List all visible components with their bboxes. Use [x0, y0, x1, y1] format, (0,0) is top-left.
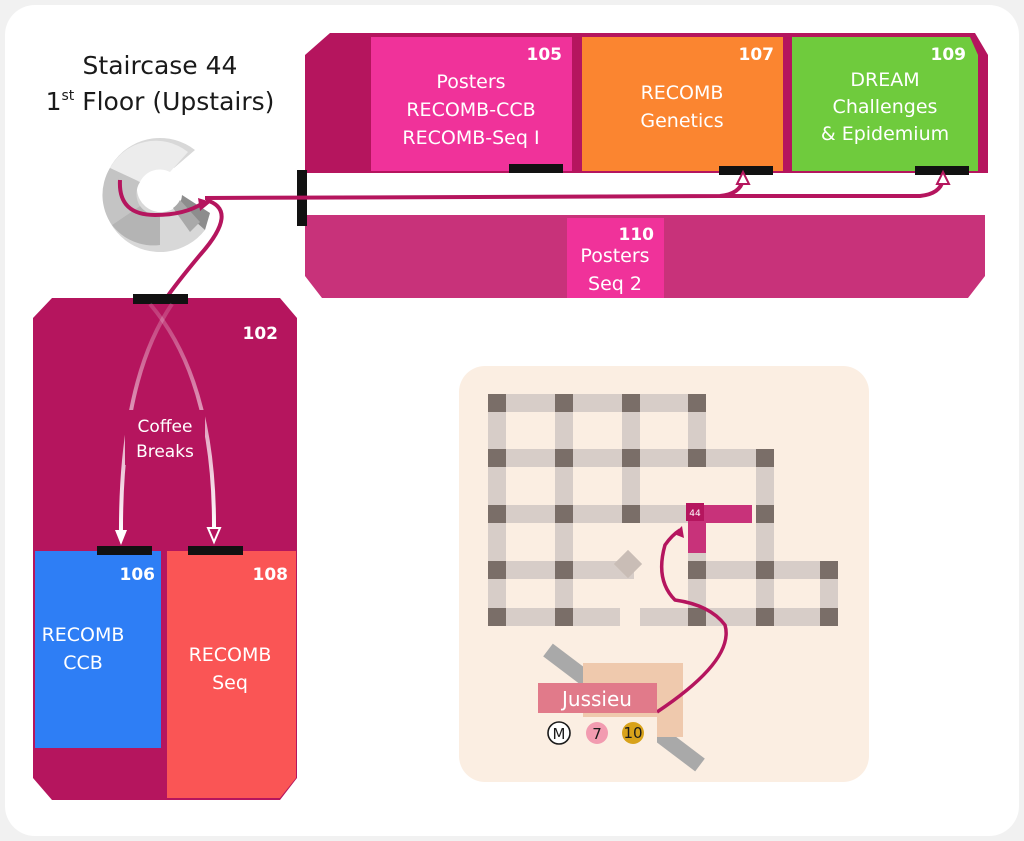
metro-icon — [547, 721, 571, 745]
room-107[interactable]: 107 RECOMB Genetics — [582, 37, 783, 171]
room-107-label-2: Genetics — [640, 110, 723, 132]
room-109-number: 109 — [931, 45, 967, 65]
room-106-door — [97, 546, 152, 555]
room-109-door — [915, 166, 969, 175]
room-107-number: 107 — [739, 45, 775, 65]
coffee-label-2: Breaks — [136, 442, 194, 462]
inset-map: 44 Jussieu M 7 10 — [459, 366, 869, 782]
room-108-label-2: Seq — [212, 672, 248, 694]
page-title: Staircase 44 1st Floor (Upstairs) — [46, 51, 275, 116]
room-102-number: 102 — [243, 324, 279, 344]
building-44-wing — [688, 523, 706, 553]
room-105-door — [509, 164, 563, 173]
metro-line-7-badge — [586, 722, 608, 744]
coffee-label-1: Coffee — [138, 417, 193, 437]
room-105-label-3: RECOMB-Seq I — [402, 127, 539, 149]
metro-line-7-label: 7 — [592, 725, 602, 743]
room-106-label-2: CCB — [63, 652, 103, 674]
metro-line-10-label: 10 — [623, 724, 642, 742]
title-ordinal: 1 — [46, 87, 62, 116]
title-line-2: 1st Floor (Upstairs) — [46, 87, 275, 116]
arrow-head-106 — [115, 530, 127, 545]
arrow-head-107 — [735, 169, 751, 185]
title-line-1: Staircase 44 — [83, 51, 238, 80]
room-107-label-1: RECOMB — [641, 82, 724, 104]
title-floor: Floor (Upstairs) — [74, 87, 274, 116]
room-108-label-1: RECOMB — [189, 644, 272, 666]
room-102-door — [133, 294, 188, 304]
coffee-label-bg — [125, 410, 205, 465]
campus-nodes — [488, 394, 838, 626]
room-105-label-2: RECOMB-CCB — [406, 99, 535, 121]
inset-route — [656, 528, 728, 714]
station-name: Jussieu — [560, 687, 632, 711]
room-110-label-2: Seq 2 — [588, 273, 642, 295]
room-105[interactable]: 105 Posters RECOMB-CCB RECOMB-Seq I — [371, 37, 572, 171]
room-109-label-2: Challenges — [833, 96, 938, 118]
room-109-label-3: & Epidemium — [821, 123, 949, 145]
room-106[interactable]: 106 RECOMB CCB — [35, 551, 161, 748]
room-109-label-1: DREAM — [850, 69, 919, 91]
title-ordinal-suffix: st — [61, 88, 74, 104]
room-110[interactable]: 110 Posters Seq 2 — [567, 218, 664, 298]
coffee-break-arrows — [115, 302, 222, 545]
room-108-number: 108 — [253, 565, 289, 585]
arrow-head-staircase — [198, 198, 211, 211]
room-105-label-1: Posters — [436, 71, 505, 93]
building-44-label: 44 — [689, 509, 701, 519]
station-label-bg — [538, 683, 657, 713]
room-105-number: 105 — [527, 45, 563, 65]
room-110-number: 110 — [619, 225, 655, 245]
route-to-lower-wing — [163, 198, 224, 302]
metro-line-10-badge — [622, 722, 644, 744]
central-square — [613, 549, 643, 579]
arrow-head-109 — [935, 169, 951, 185]
arrow-head-108 — [206, 527, 222, 545]
room-110-label-1: Posters — [580, 245, 649, 267]
room-108[interactable]: 108 RECOMB Seq — [167, 551, 296, 798]
room-106-label-1: RECOMB — [42, 624, 125, 646]
room-109[interactable]: 109 DREAM Challenges & Epidemium — [792, 37, 978, 171]
route-stair-curl — [117, 179, 205, 218]
room-107-door — [719, 166, 773, 175]
room-106-number: 106 — [120, 565, 156, 585]
metro-symbol: M — [553, 725, 566, 743]
room-108-door — [188, 546, 243, 555]
